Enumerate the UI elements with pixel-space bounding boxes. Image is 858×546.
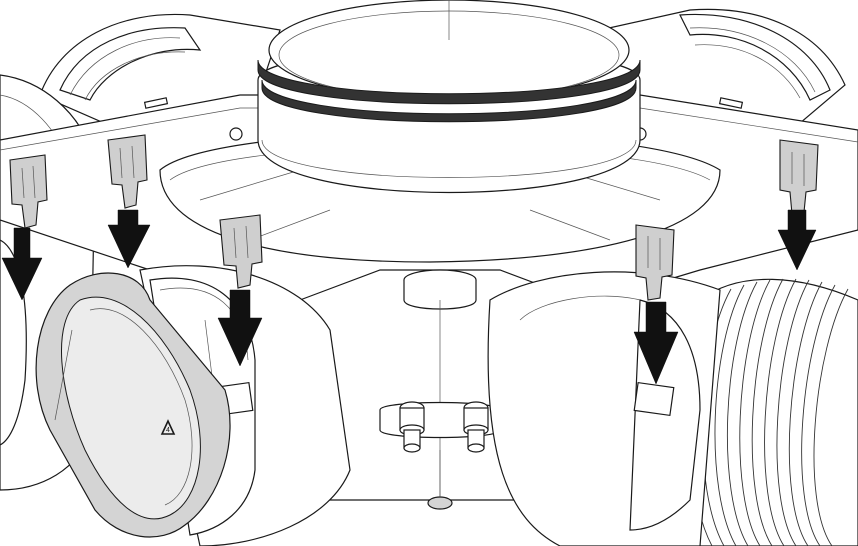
clip-4[interactable] — [635, 224, 675, 301]
top-port — [257, 0, 641, 194]
recycle-symbol-icon: 4 — [160, 419, 176, 435]
end-cap: 4 — [35, 272, 231, 538]
front-right-port — [487, 271, 721, 546]
down-arrow-icon-3 — [217, 289, 263, 367]
down-arrow-icon-2 — [107, 209, 151, 269]
clip-1[interactable] — [9, 154, 48, 229]
clip-3[interactable] — [219, 214, 263, 289]
bolt-right — [463, 401, 489, 453]
down-arrow-icon-1 — [1, 227, 43, 301]
bolt-left — [399, 401, 425, 453]
clip-2[interactable] — [107, 134, 148, 209]
down-arrow-icon-5 — [777, 209, 817, 271]
down-arrow-icon-4 — [633, 301, 679, 385]
svg-text:4: 4 — [166, 427, 170, 434]
